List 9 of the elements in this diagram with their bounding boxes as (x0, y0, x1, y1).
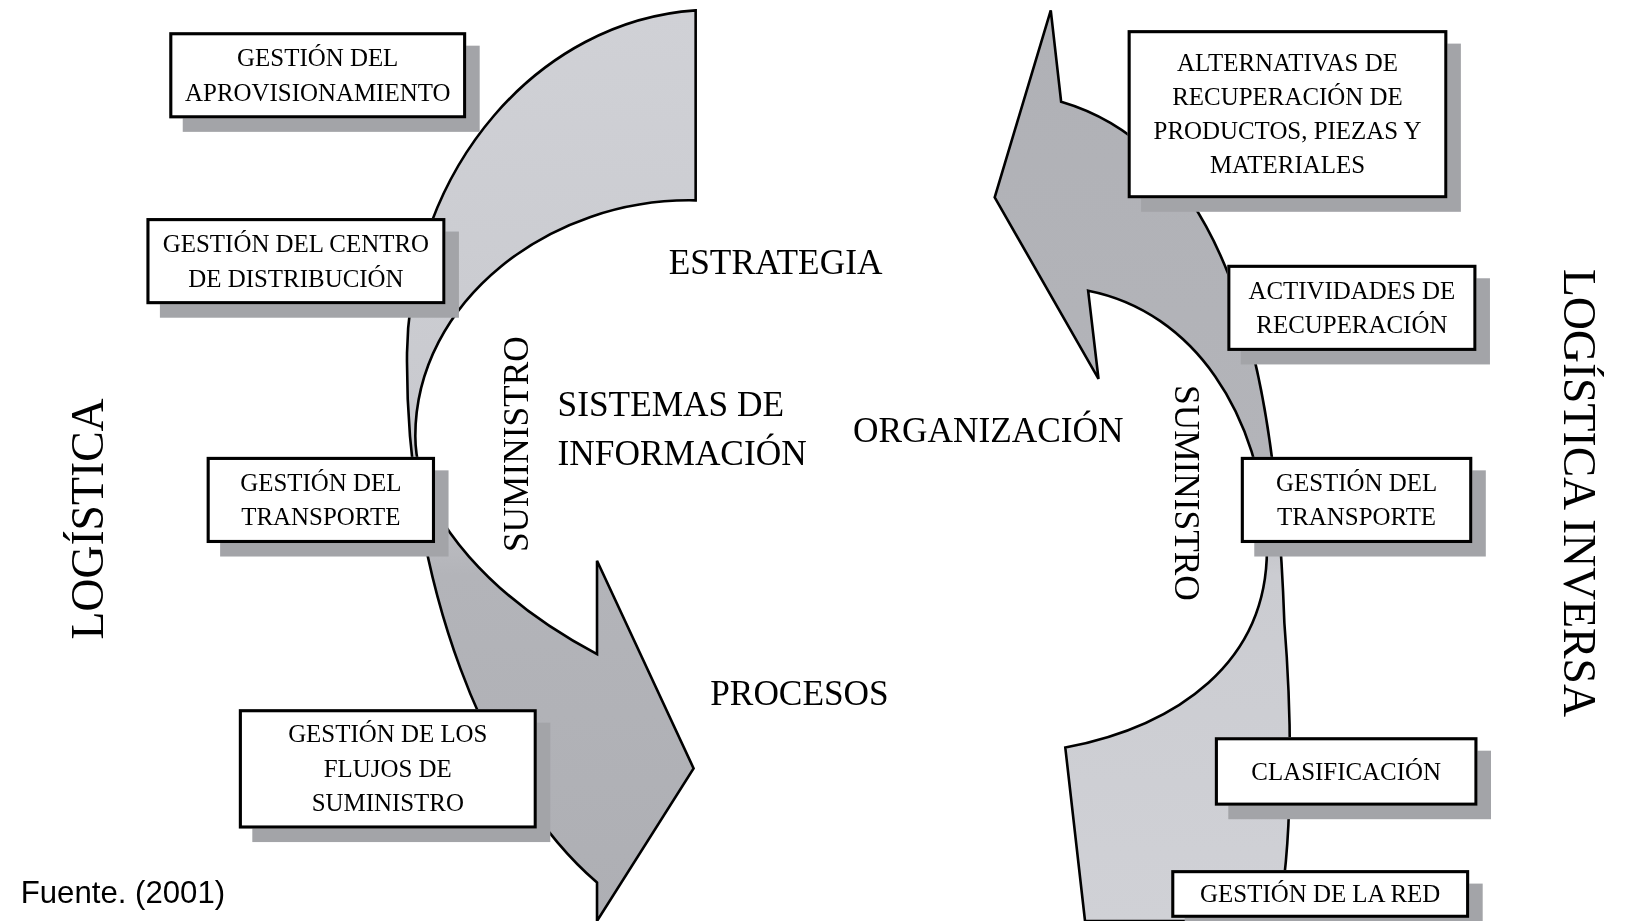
vertical-title: LOGÍSTICA INVERSA (1552, 269, 1606, 717)
section-label: SISTEMAS DE INFORMACIÓN (557, 383, 808, 475)
vertical-title: LOGÍSTICA (61, 398, 115, 640)
vertical-label: SUMINISTRO (1166, 385, 1208, 601)
section-label: ESTRATEGIA (668, 241, 883, 284)
source-note: Fuente. (2001) (20, 875, 226, 911)
section-label: PROCESOS (710, 672, 889, 715)
section-label: ORGANIZACIÓN (852, 409, 1124, 452)
vertical-label: SUMINISTRO (495, 336, 536, 553)
